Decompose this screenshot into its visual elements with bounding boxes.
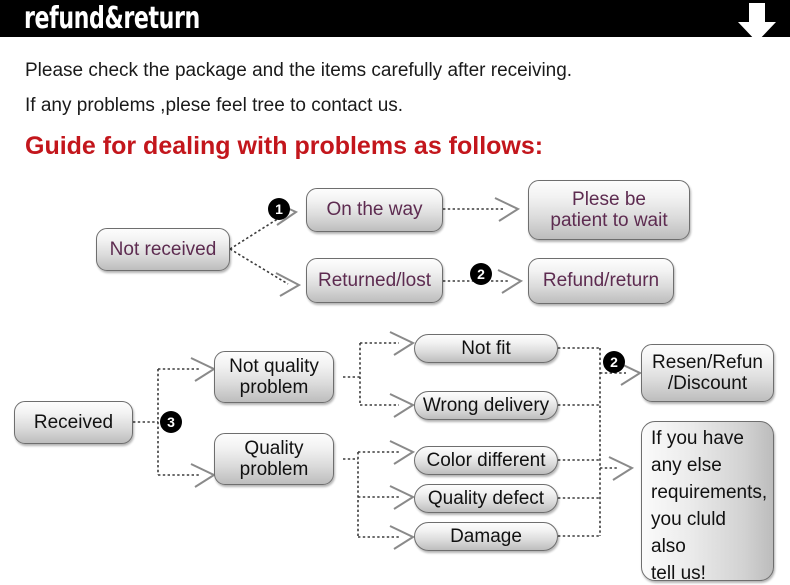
page-title: refund&return: [24, 1, 200, 36]
note-line-5: tell us!: [651, 562, 706, 584]
box-issue-color-different[interactable]: Color different: [414, 446, 558, 475]
arrow-down-icon: [738, 3, 776, 42]
box-not-quality-problem[interactable]: Not quality problem: [214, 351, 334, 403]
box-please-be-patient-line2: patient to wait: [550, 210, 668, 231]
box-resend-refund-discount[interactable]: Resen/Refun /Discount: [641, 344, 774, 402]
badge-step-2-lower: 2: [603, 351, 625, 373]
box-received[interactable]: Received: [14, 401, 133, 444]
box-not-received[interactable]: Not received: [96, 228, 230, 271]
box-issue-wrong-delivery[interactable]: Wrong delivery: [414, 391, 558, 420]
intro-line-2: If any problems ,plese feel tree to cont…: [25, 95, 404, 116]
note-line-2: any else: [651, 454, 722, 476]
header-bar: refund&return: [0, 0, 790, 37]
box-not-quality-problem-line2: problem: [239, 377, 309, 398]
box-resend-line2: /Discount: [667, 373, 748, 394]
box-issue-quality-defect[interactable]: Quality defect: [414, 484, 558, 513]
box-returned-lost[interactable]: Returned/lost: [306, 258, 443, 303]
box-quality-problem-line2: problem: [239, 459, 309, 480]
badge-step-2-upper: 2: [470, 263, 492, 285]
guide-heading: Guide for dealing with problems as follo…: [25, 132, 544, 160]
note-line-1: If you have: [651, 428, 744, 449]
box-issue-damage[interactable]: Damage: [414, 522, 558, 551]
badge-step-1: 1: [268, 198, 290, 220]
intro-line-1: Please check the package and the items c…: [25, 60, 573, 81]
box-please-be-patient[interactable]: Plese be patient to wait: [528, 180, 690, 240]
box-issue-not-fit[interactable]: Not fit: [414, 334, 558, 363]
badge-step-3: 3: [160, 411, 182, 433]
box-extra-requirements-note[interactable]: If you have any else requirements, you c…: [641, 421, 774, 584]
box-resend-line1: Resen/Refun: [652, 351, 763, 373]
box-not-quality-problem-line1: Not quality: [229, 355, 319, 377]
box-refund-return[interactable]: Refund/return: [528, 258, 674, 304]
box-quality-problem[interactable]: Quality problem: [214, 433, 334, 485]
box-please-be-patient-line1: Plese be: [572, 188, 646, 210]
note-line-4: you cluld also: [651, 508, 726, 557]
box-quality-problem-line1: Quality: [244, 437, 304, 459]
note-line-3: requirements,: [651, 481, 768, 503]
box-on-the-way[interactable]: On the way: [306, 188, 443, 232]
